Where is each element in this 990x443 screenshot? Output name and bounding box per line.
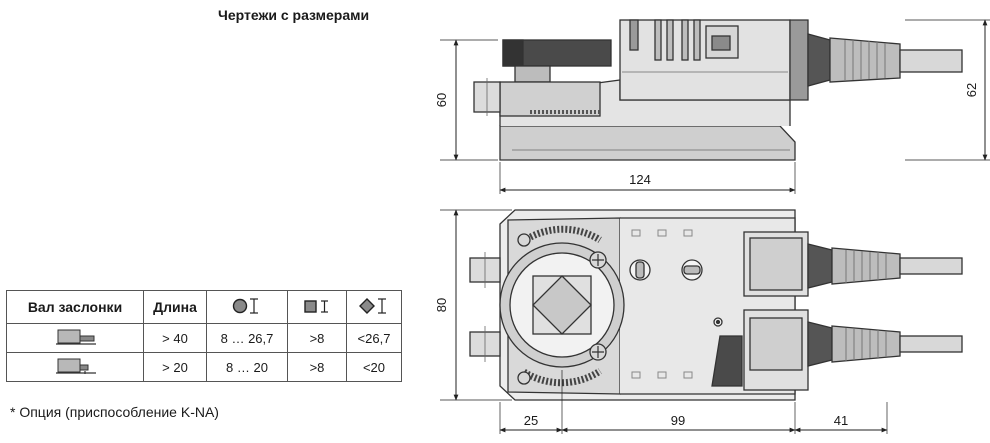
square-value: >8: [287, 323, 347, 353]
top-dimension-lines: [440, 209, 888, 434]
footnote: * Опция (приспособление K-NA): [10, 404, 219, 420]
header-shaft: Вал заслонки: [6, 290, 144, 324]
round-shaft-icon: [206, 290, 288, 324]
dim-side-length: 124: [629, 172, 651, 187]
top-view-drawing: [469, 209, 963, 401]
table-header-row: Вал заслонки Длина: [6, 290, 402, 324]
dim-top-width: 80: [434, 298, 449, 312]
round-value: 8 … 20: [206, 352, 288, 382]
long-shaft-icon: [6, 323, 144, 353]
header-length: Длина: [143, 290, 207, 324]
table-row: > 40 8 … 26,7 >8 <26,7: [6, 323, 402, 353]
damper-shaft-table: Вал заслонки Длина: [6, 290, 402, 382]
dim-top-right: 41: [834, 413, 848, 428]
dim-top-middle: 99: [671, 413, 685, 428]
diamond-value: <20: [346, 352, 402, 382]
table-row: > 20 8 … 20 >8 <20: [6, 352, 402, 382]
dim-top-left: 25: [524, 413, 538, 428]
dim-side-height: 60: [434, 93, 449, 107]
side-view-drawing: [473, 19, 963, 161]
section-title: Чертежи с размерами: [218, 7, 370, 23]
diamond-shaft-icon: [346, 290, 402, 324]
short-shaft-icon: [6, 352, 144, 382]
side-dimension-lines: [440, 19, 990, 194]
length-value: > 40: [143, 323, 207, 353]
dim-side-total-height: 62: [964, 83, 979, 97]
diamond-value: <26,7: [346, 323, 402, 353]
length-value: > 20: [143, 352, 207, 382]
